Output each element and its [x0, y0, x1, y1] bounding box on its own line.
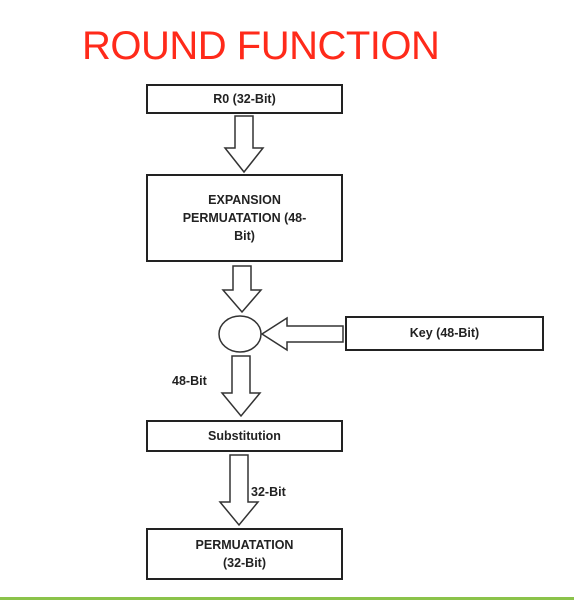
- bits-32-label: 32-Bit: [251, 485, 286, 499]
- diagram-title: ROUND FUNCTION: [82, 24, 440, 68]
- xor-circle: [218, 315, 262, 353]
- key-box: Key (48-Bit): [345, 316, 544, 351]
- bottom-rule: [0, 597, 574, 600]
- permutation-label-line-1: PERMUATATION: [195, 537, 294, 552]
- permutation-box: PERMUATATION (32-Bit): [146, 528, 343, 580]
- substitution-label: Substitution: [208, 428, 281, 443]
- permutation-label-line-2: (32-Bit): [222, 556, 267, 570]
- bits-48-label: 48-Bit: [172, 374, 207, 388]
- arrow-down-3: [220, 355, 262, 418]
- arrow-down-1: [223, 115, 265, 174]
- expansion-label-line-3: Bit): [234, 229, 255, 244]
- expansion-label-line-2: PERMUATATION (48-: [182, 210, 307, 225]
- arrow-down-4: [218, 454, 260, 527]
- r0-label: R0 (32-Bit): [213, 91, 276, 106]
- arrow-left-key: [260, 316, 344, 352]
- substitution-box: Substitution: [146, 420, 343, 452]
- expansion-label-line-1: EXPANSION: [208, 192, 281, 207]
- arrow-down-2: [221, 265, 263, 314]
- expansion-permutation-box: EXPANSION PERMUATATION (48- Bit): [146, 174, 343, 262]
- key-label: Key (48-Bit): [409, 326, 480, 341]
- r0-box: R0 (32-Bit): [146, 84, 343, 114]
